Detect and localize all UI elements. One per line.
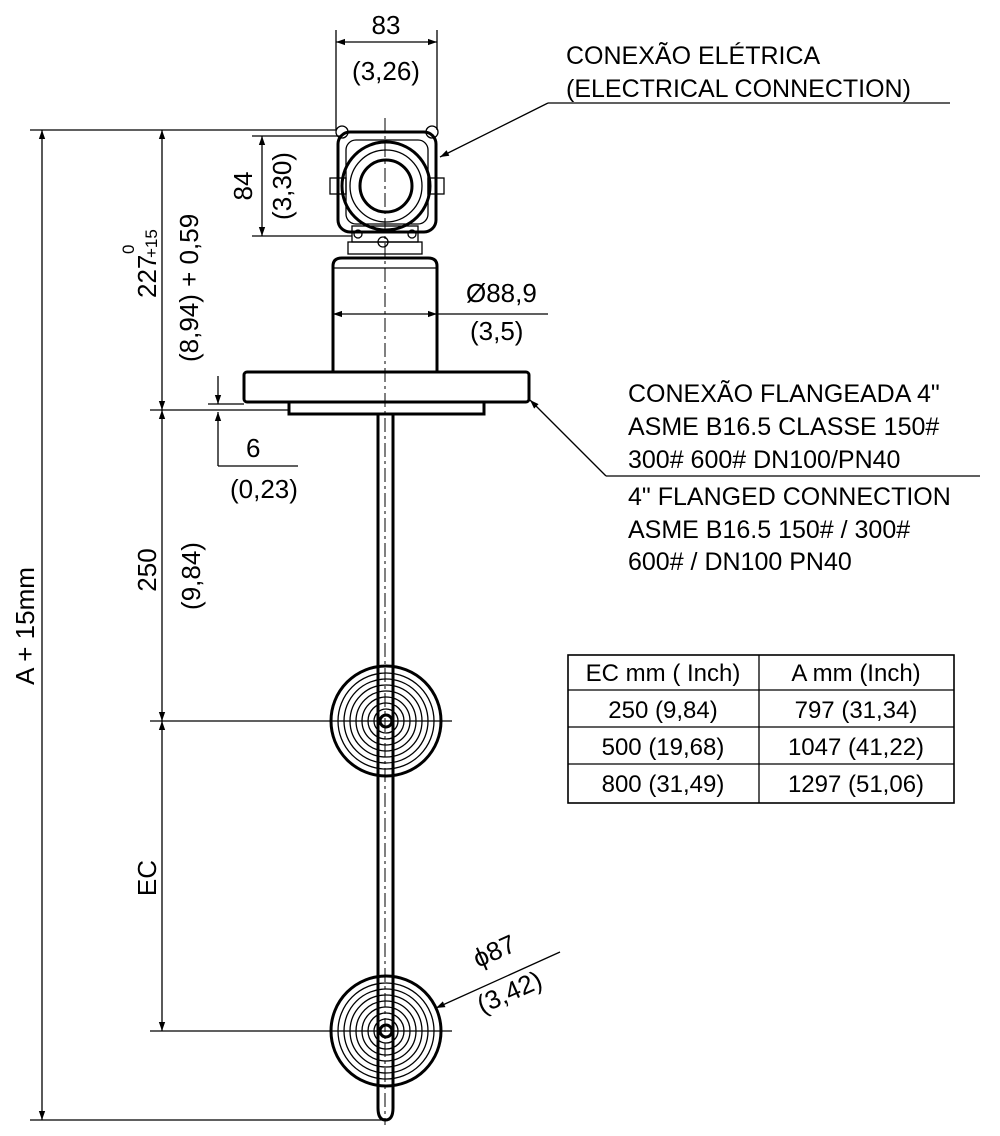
total-length: A + 15mm xyxy=(10,567,40,685)
rod xyxy=(376,414,395,1122)
float-diameter-mm: ϕ87 xyxy=(468,928,520,973)
electrical-pt: CONEXÃO ELÉTRICA xyxy=(566,41,821,70)
head-width-in: (3,26) xyxy=(352,56,420,86)
dim-body-diameter: Ø88,9 (3,5) xyxy=(333,278,548,346)
flange-en-3: 600# / DN100 PN40 xyxy=(628,548,852,576)
table-header-ec: EC mm ( Inch) xyxy=(586,660,741,687)
head-height-in: (3,30) xyxy=(267,152,297,220)
table-cell: 500 (19,68) xyxy=(602,734,725,761)
dim-to-flange: 227 0 +15 (8,94) + 0,59 xyxy=(119,129,336,411)
to-flange-in: (8,94) + 0,59 xyxy=(174,214,204,362)
body-diameter-in: (3,5) xyxy=(470,316,523,346)
flange-en-1: 4" FLANGED CONNECTION xyxy=(628,483,951,511)
first-float-in: (9,84) xyxy=(176,542,206,610)
tol-lower: +15 xyxy=(142,229,161,258)
dim-float-spacing: EC xyxy=(132,721,452,1032)
head-height-mm: 84 xyxy=(228,172,258,201)
table-header-a: A mm (Inch) xyxy=(791,660,920,687)
table-cell: 1047 (41,22) xyxy=(788,734,924,761)
dim-float-diameter: ϕ87 (3,42) xyxy=(435,928,561,1019)
dim-total-length: A + 15mm xyxy=(10,129,385,1121)
head-width-mm: 83 xyxy=(372,10,401,40)
flange-pt-3: 300# 600# DN100/PN40 xyxy=(628,446,900,474)
table-cell: 800 (31,49) xyxy=(602,771,725,798)
table-cell: 250 (9,84) xyxy=(608,697,717,724)
dim-head-height: 84 (3,30) xyxy=(228,135,352,237)
dim-first-float: 250 (9,84) xyxy=(132,410,452,722)
callout-electrical: CONEXÃO ELÉTRICA (ELECTRICAL CONNECTION) xyxy=(439,41,950,158)
flange-en-2: ASME B16.5 150# / 300# xyxy=(628,516,910,544)
callout-flange: CONEXÃO FLANGEADA 4" ASME B16.5 CLASSE 1… xyxy=(529,379,980,576)
flange-pt-1: CONEXÃO FLANGEADA 4" xyxy=(628,379,940,408)
flange-gap-mm: 6 xyxy=(246,433,260,463)
flange-gap-in: (0,23) xyxy=(230,474,298,504)
float-spacing: EC xyxy=(132,860,162,896)
table-cell: 1297 (51,06) xyxy=(788,771,924,798)
dim-head-width: 83 (3,26) xyxy=(335,10,438,130)
table-cell: 797 (31,34) xyxy=(795,697,918,724)
tol-upper: 0 xyxy=(119,245,138,254)
electrical-en: (ELECTRICAL CONNECTION) xyxy=(566,75,911,103)
housing-head xyxy=(329,125,445,255)
dim-flange-gap: 6 (0,23) xyxy=(208,376,298,504)
ec-table: EC mm ( Inch) A mm (Inch) 250 (9,84) 797… xyxy=(567,654,955,804)
body-neck xyxy=(331,256,439,374)
to-flange-mm: 227 xyxy=(132,255,162,298)
flange-pt-2: ASME B16.5 CLASSE 150# xyxy=(628,413,939,441)
first-float-mm: 250 xyxy=(132,548,162,591)
body-diameter-mm: Ø88,9 xyxy=(466,278,537,308)
float-diameter-in: (3,42) xyxy=(472,964,546,1019)
flange xyxy=(242,370,531,416)
